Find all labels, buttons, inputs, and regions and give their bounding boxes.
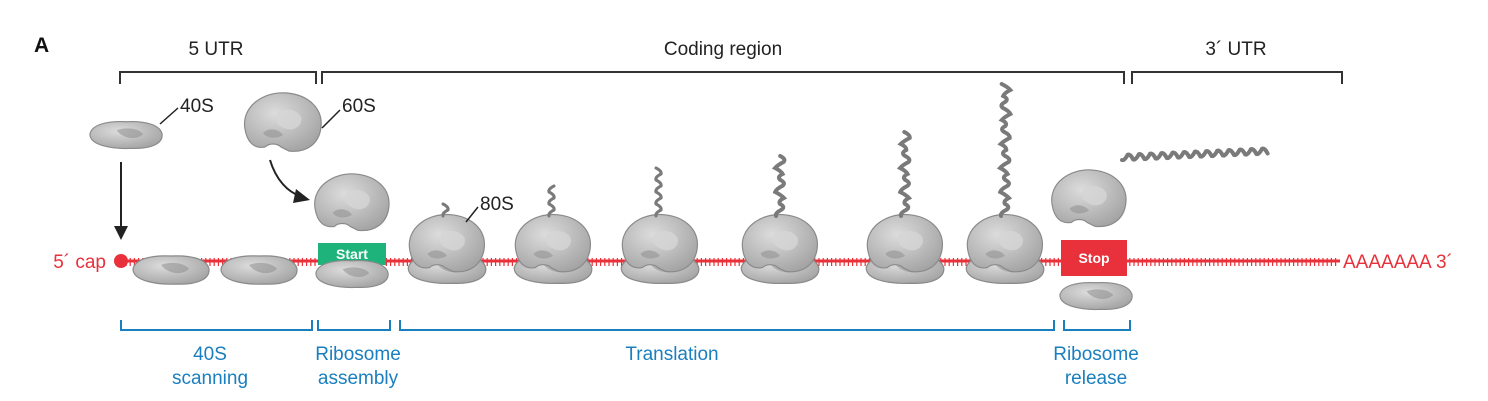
released-40s-subunit [1059, 282, 1133, 311]
stop-codon-box [1061, 240, 1127, 276]
assembly-60s-subunit [314, 173, 390, 232]
free-60s-subunit [243, 92, 322, 152]
utr3-bracket [1131, 71, 1343, 84]
coding-region-label: Coding region [664, 39, 782, 60]
40s-leader [159, 107, 179, 125]
80s-label: 80S [480, 194, 514, 215]
coding-bracket [321, 71, 1125, 84]
nascent-peptides [441, 82, 1014, 218]
panel-label: A [34, 34, 49, 57]
ribosome-80s-1 [407, 213, 487, 285]
scanning-40s-subunit-1 [132, 255, 210, 285]
ribosome-80s-4 [740, 213, 820, 285]
assembly-bracket [317, 320, 391, 331]
ribosome-80s-3 [620, 213, 700, 285]
translation-label: Translation [625, 344, 718, 365]
release-bracket [1063, 320, 1131, 331]
start-codon-label: Start [336, 246, 368, 262]
stage-brackets [120, 320, 1131, 331]
scanning-bracket [120, 320, 313, 331]
free-40s-subunit [89, 121, 163, 150]
utr5-bracket [119, 71, 317, 84]
release-label-line1: Ribosome [1053, 344, 1139, 365]
ribosome-80s-5 [865, 213, 945, 285]
region-brackets [119, 71, 1343, 84]
release-label-line2: release [1065, 368, 1127, 389]
assembly-label-line2: assembly [318, 368, 399, 389]
peptide-chain-1 [441, 202, 450, 218]
peptide-chain-4 [771, 154, 788, 218]
stop-codon-label: Stop [1078, 250, 1109, 266]
scanning-label-line1: 40S [193, 344, 227, 365]
released-peptide [1120, 146, 1270, 163]
start-codon-box [318, 243, 386, 265]
cap-dot [114, 254, 128, 268]
assembly-label-line1: Ribosome [315, 344, 401, 365]
peptide-chain-2 [547, 184, 556, 218]
peptide-chain-3 [654, 166, 663, 218]
ribosome-80s-2 [513, 213, 593, 285]
released-60s-subunit [1051, 169, 1127, 228]
polya-tail-label: AAAAAAA 3´ [1343, 252, 1453, 273]
60s-leader [321, 109, 341, 129]
80s-leader [465, 206, 479, 223]
peptide-chain-6 [996, 82, 1014, 218]
ribosome-80s-6 [965, 213, 1045, 285]
peptide-chain-5 [896, 130, 913, 218]
cap-label: 5´ cap [53, 252, 106, 273]
translating-ribosomes [407, 213, 1045, 285]
40s-label: 40S [180, 96, 214, 117]
60s-label: 60S [342, 96, 376, 117]
scanning-label-line2: scanning [172, 368, 248, 389]
utr3-label: 3´ UTR [1205, 39, 1266, 60]
40s-binding-arrow [114, 162, 128, 240]
scanning-40s-subunit-2 [220, 255, 298, 285]
utr5-label: 5 UTR [189, 39, 244, 60]
assembly-40s-subunit [315, 260, 389, 289]
translation-bracket [399, 320, 1055, 331]
60s-joining-arrow [269, 159, 310, 203]
